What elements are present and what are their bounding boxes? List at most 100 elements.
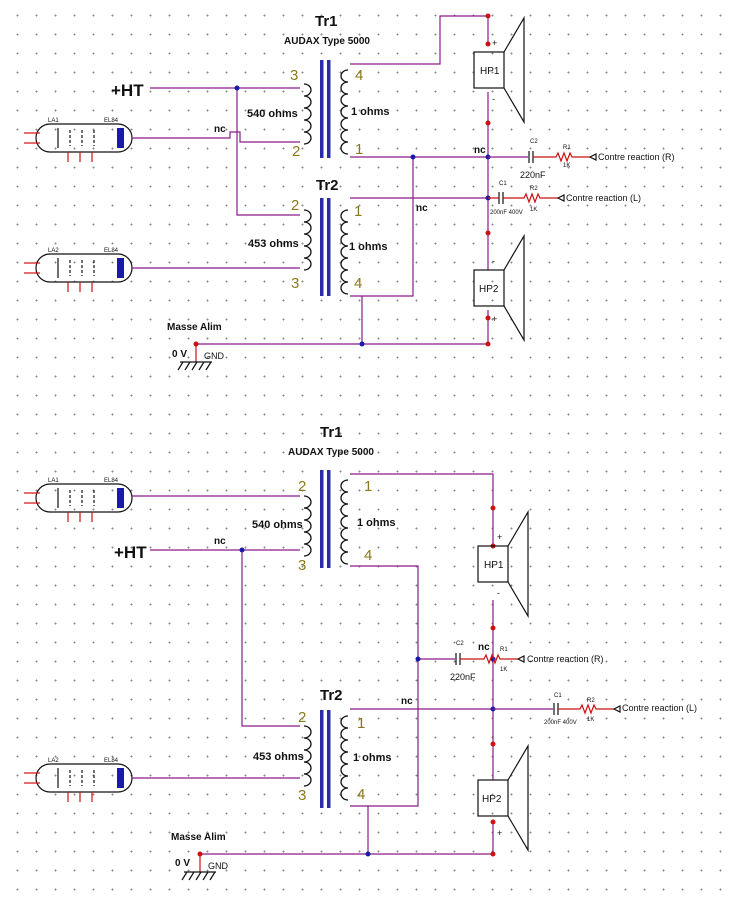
top-schematic: LA1 EL84 LA2 EL84 Tr1 AUDAX Type 5000 3 … xyxy=(24,13,675,371)
nc-label-1: nc xyxy=(214,124,226,135)
hp2-plus: + xyxy=(492,314,497,324)
nc-label-2-bottom: nc xyxy=(478,642,490,653)
hp2-minus: - xyxy=(492,256,495,266)
hp2-ref: HP2 xyxy=(479,284,499,295)
tr2-pin-br-bottom: 4 xyxy=(357,786,365,803)
c1-val-bottom: 200nF 400V xyxy=(544,720,577,726)
gnd-top: GND xyxy=(204,351,225,361)
fb-r-label-bottom: Contre reaction (R) xyxy=(527,654,604,664)
speaker-hp2-bottom: HP2 - + xyxy=(477,743,529,853)
c2-val-top: 220nF xyxy=(520,170,546,180)
speaker-hp2: HP2 - + xyxy=(473,233,525,343)
tr2-pin-bl: 3 xyxy=(291,275,299,292)
tr1-pin-tl-bottom: 2 xyxy=(298,478,306,495)
r2-val-top: 1K xyxy=(530,207,537,213)
r2-ref-bottom: R2 xyxy=(587,698,595,704)
fb-r-label-top: Contre reaction (R) xyxy=(598,152,675,162)
nc-label-2: nc xyxy=(474,145,486,156)
tr1-title: Tr1 xyxy=(315,13,338,30)
c1-val-top: 200nF 400V xyxy=(490,210,523,216)
nc-label-3-bottom: nc xyxy=(401,696,413,707)
tr1-subtitle: AUDAX Type 5000 xyxy=(284,36,370,47)
transformer-tr2-bottom: Tr2 2 3 1 4 453 ohms 1 ohms xyxy=(253,687,392,808)
transformer-tr2: Tr2 2 3 1 4 453 ohms 1 ohms xyxy=(248,177,388,296)
masse-alim-top: Masse Alim xyxy=(167,322,222,333)
tr2-pin-tr: 1 xyxy=(354,203,362,220)
tr1-secondary-label-bottom: 1 ohms xyxy=(357,517,396,529)
tr1-pin-tr-bottom: 1 xyxy=(364,478,372,495)
tr2-secondary-label: 1 ohms xyxy=(349,241,388,253)
tube-la1-type-bottom: EL84 xyxy=(104,478,119,484)
c1-ref-top: C1 xyxy=(499,181,507,187)
fb-l-label-top: Contre reaction (L) xyxy=(566,193,641,203)
masse-alim-bottom: Masse Alim xyxy=(171,832,226,843)
nc-label-3: nc xyxy=(416,203,428,214)
tube-la1-bottom: LA1 EL84 xyxy=(24,478,133,522)
tr2-primary-label-bottom: 453 ohms xyxy=(253,751,304,763)
c1-ref-bottom: C1 xyxy=(554,693,562,699)
tr1-pin-tl: 3 xyxy=(290,67,298,84)
hp1-plus-bottom: + xyxy=(497,532,502,542)
tr1-pin-bl: 2 xyxy=(292,143,300,160)
hp2-ref-bottom: HP2 xyxy=(482,794,502,805)
hp1-ref: HP1 xyxy=(480,66,500,77)
gnd-bottom: GND xyxy=(208,861,229,871)
r2-val-bottom: 1K xyxy=(587,717,594,723)
tube-la2-bottom: LA2 EL84 xyxy=(24,758,133,802)
tube-la2-type-bottom: EL84 xyxy=(104,758,119,764)
r2-ref-top: R2 xyxy=(530,186,538,192)
speaker-hp1: HP1 + - xyxy=(473,15,525,125)
tr1-pin-tr: 4 xyxy=(355,67,363,84)
tube-la1-ref-bottom: LA1 xyxy=(48,478,59,484)
tr1-primary-label-bottom: 540 ohms xyxy=(252,519,303,531)
tr1-primary-label: 540 ohms xyxy=(247,108,298,120)
tr2-title-bottom: Tr2 xyxy=(320,687,343,704)
transformer-tr1-bottom: Tr1 AUDAX Type 5000 2 3 1 4 540 ohms 1 o… xyxy=(252,424,396,574)
ht-label-bottom: +HT xyxy=(114,543,147,562)
c2-ref-bottom: C2 xyxy=(456,641,464,647)
tr1-pin-br: 1 xyxy=(355,141,363,158)
tube-la2-ref-bottom: LA2 xyxy=(48,758,59,764)
fb-l-label-bottom: Contre reaction (L) xyxy=(622,703,697,713)
nc-label-1-bottom: nc xyxy=(214,536,226,547)
hp1-ref-bottom: HP1 xyxy=(484,560,504,571)
tr2-pin-tr-bottom: 1 xyxy=(357,715,365,732)
tube-la2-ref: LA2 xyxy=(48,248,59,254)
tr1-subtitle-bottom: AUDAX Type 5000 xyxy=(288,447,374,458)
tr1-secondary-label: 1 ohms xyxy=(351,106,390,118)
tube-la1: LA1 EL84 xyxy=(24,118,133,162)
tube-la1-ref: LA1 xyxy=(48,118,59,124)
hp1-plus: + xyxy=(492,38,497,48)
r1-val-bottom: 1K xyxy=(500,667,507,673)
speaker-hp1-bottom: HP1 + - xyxy=(477,509,529,619)
zero-v-top: 0 V xyxy=(172,349,187,360)
r1-ref-top: R1 xyxy=(563,145,571,151)
bottom-schematic: LA1 EL84 LA2 EL84 Tr1 AUDAX Type 5000 2 … xyxy=(24,424,697,881)
transformer-tr1: Tr1 AUDAX Type 5000 3 2 4 1 540 ohms 1 o… xyxy=(247,13,390,160)
r1-val-top: 1K xyxy=(563,163,570,169)
hp2-minus-bottom: - xyxy=(497,766,500,776)
tr2-pin-tl: 2 xyxy=(291,197,299,214)
hp1-minus: - xyxy=(492,94,495,104)
ht-label-top: +HT xyxy=(111,81,144,100)
tube-la2-type: EL84 xyxy=(104,248,119,254)
c2-ref-top: C2 xyxy=(530,139,538,145)
zero-v-bottom: 0 V xyxy=(175,858,190,869)
tr2-secondary-label-bottom: 1 ohms xyxy=(353,752,392,764)
tr1-title-bottom: Tr1 xyxy=(320,424,343,441)
tr2-primary-label: 453 ohms xyxy=(248,238,299,250)
tube-la1-type: EL84 xyxy=(104,118,119,124)
tr2-pin-br: 4 xyxy=(354,275,362,292)
hp2-plus-bottom: + xyxy=(497,828,502,838)
r1-ref-bottom: R1 xyxy=(500,647,508,653)
c2-val-bottom: 220nF xyxy=(450,672,476,682)
tr1-pin-bl-bottom: 3 xyxy=(298,557,306,574)
tr2-pin-bl-bottom: 3 xyxy=(298,787,306,804)
tr2-pin-tl-bottom: 2 xyxy=(298,709,306,726)
tube-la2: LA2 EL84 xyxy=(24,248,133,292)
tr2-title: Tr2 xyxy=(316,177,339,194)
hp1-minus-bottom: - xyxy=(497,588,500,598)
tr1-pin-br-bottom: 4 xyxy=(364,547,372,564)
